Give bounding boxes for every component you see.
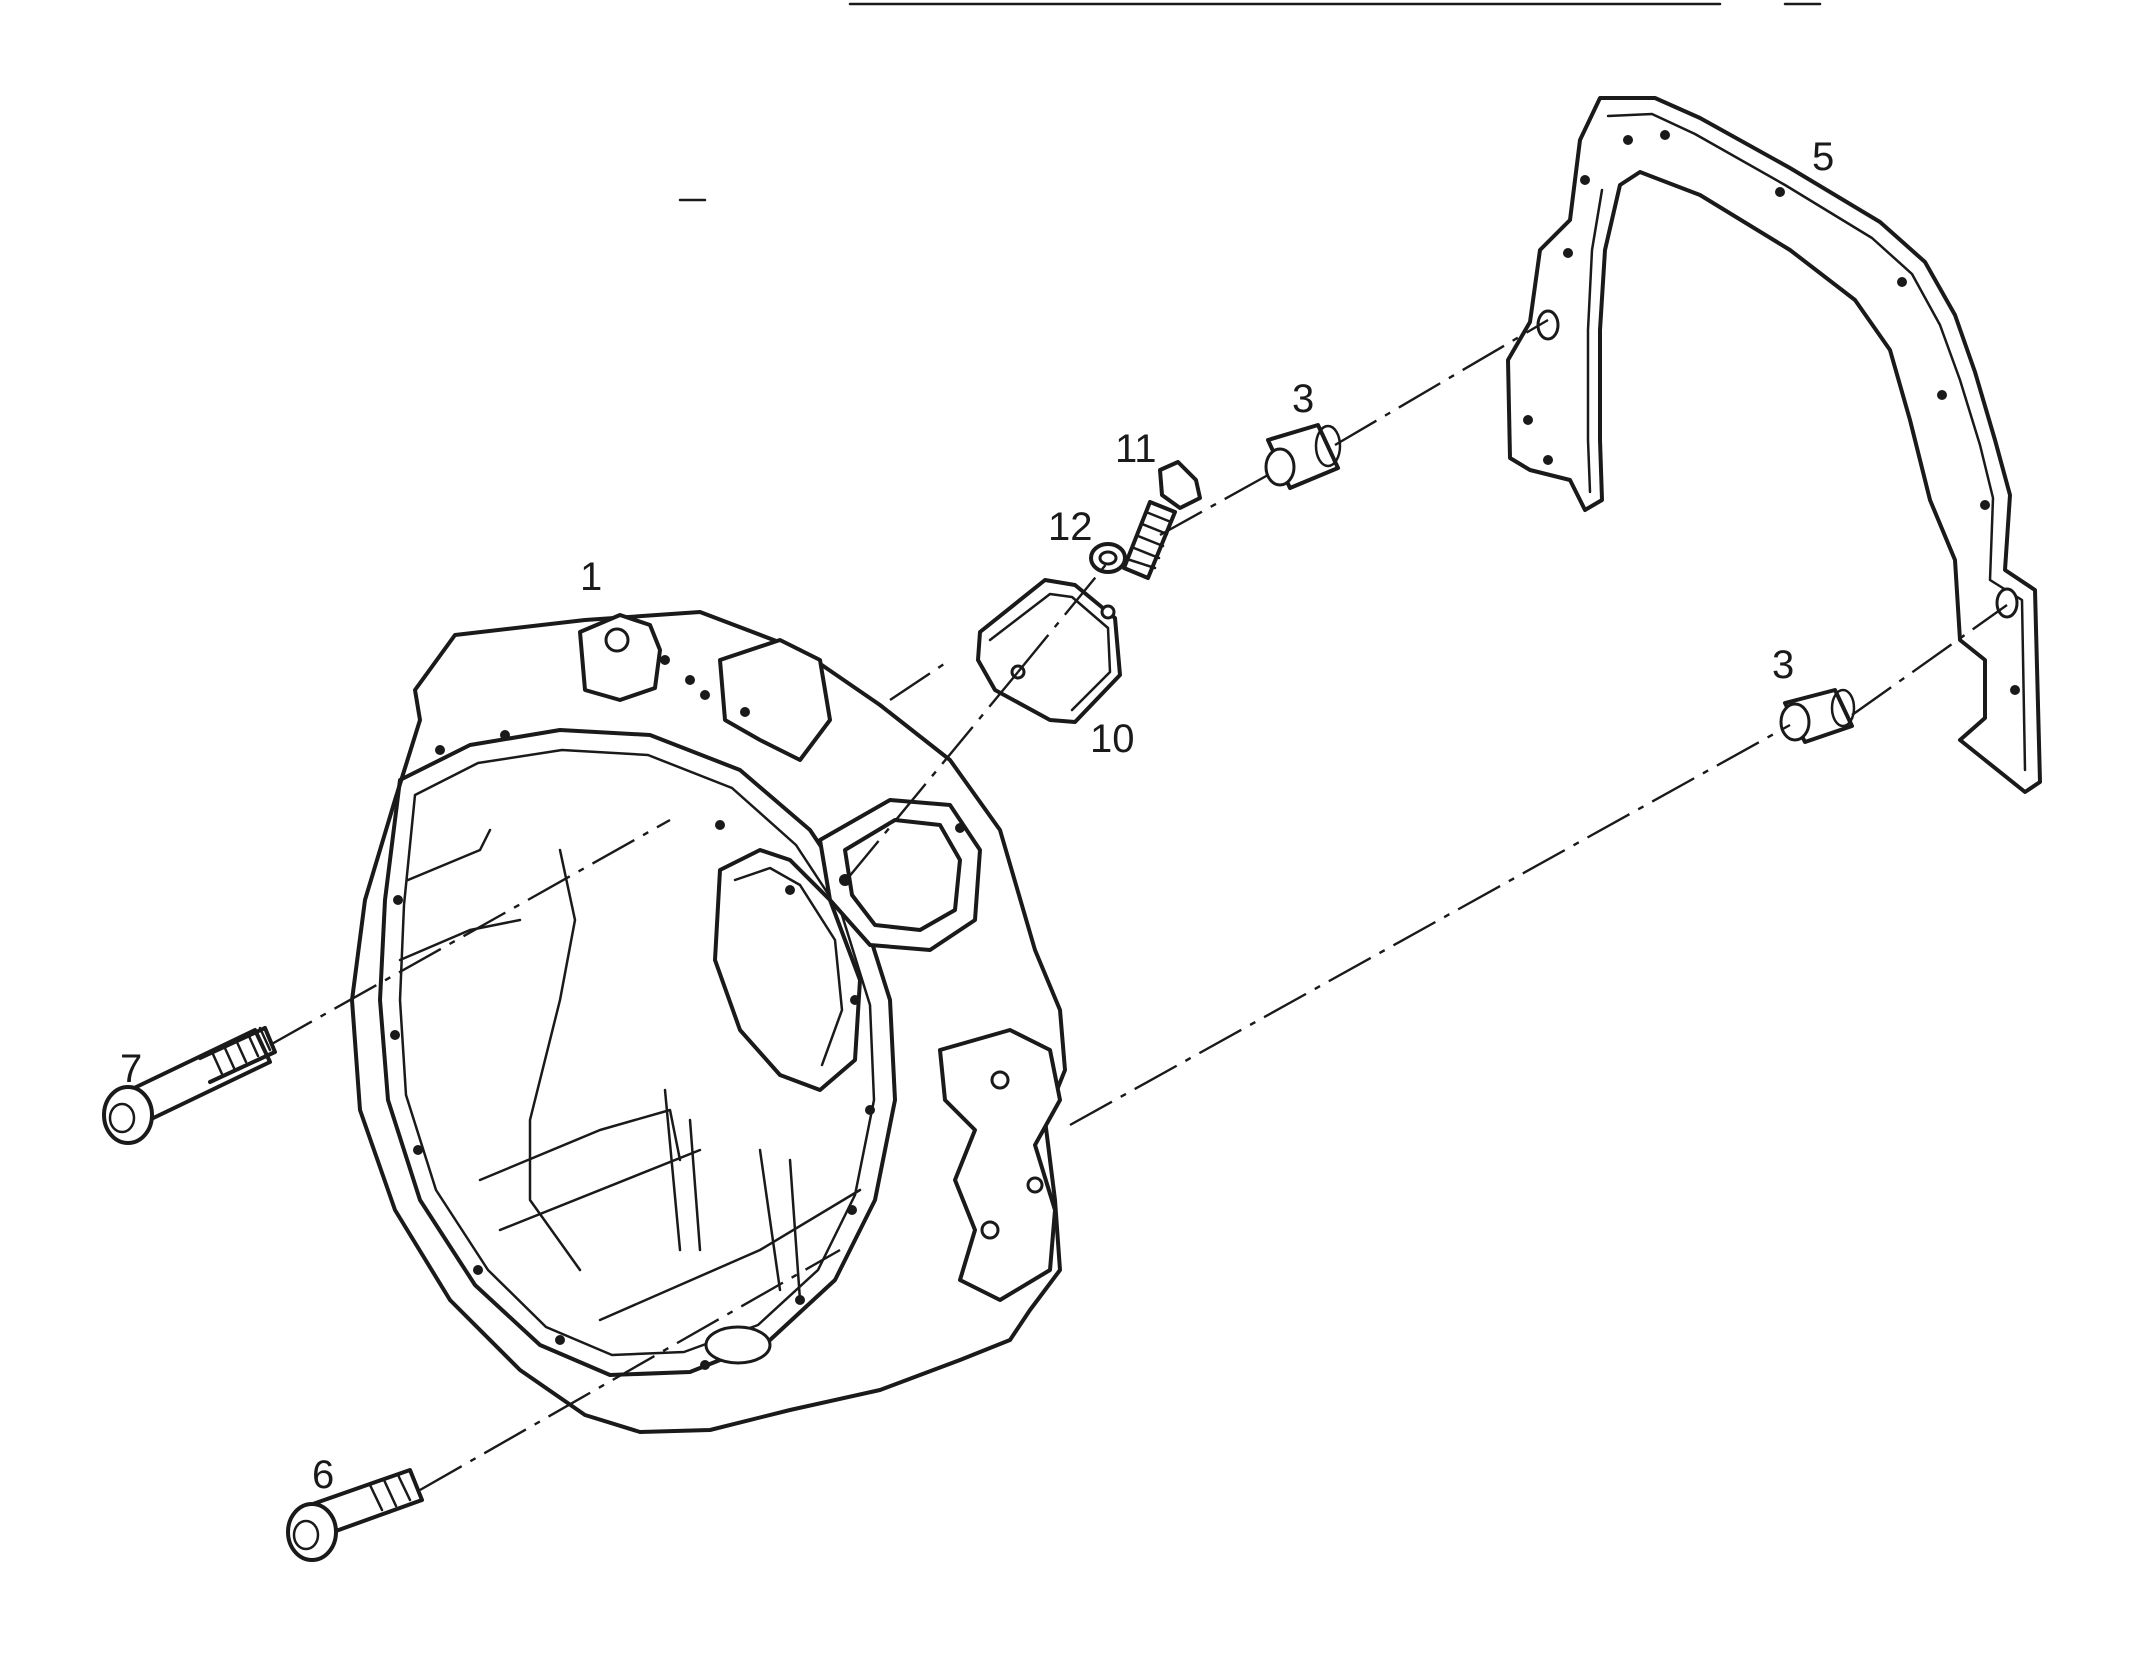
part-11-hex-bolt [1122, 460, 1202, 580]
part-12-washer [1089, 542, 1127, 574]
callout-3-lower: 3 [1772, 643, 1794, 687]
part-1-flywheel-housing [350, 610, 1067, 1434]
callout-1: 1 [580, 555, 602, 599]
callout-11: 11 [1115, 427, 1157, 471]
callout-10: 10 [1090, 717, 1135, 761]
part-10-cover-plate [976, 578, 1122, 724]
callouts: 1 3 3 5 6 7 10 11 12 [120, 135, 1834, 1497]
top-rule [678, 2, 1822, 202]
part-5-gasket-plate [1506, 96, 2042, 794]
part-3-dowel-upper [1264, 423, 1342, 490]
part-6-cap-screw-short [286, 1468, 424, 1562]
part-7-cap-screw-long [102, 1026, 277, 1145]
callout-5: 5 [1812, 135, 1834, 179]
callout-12: 12 [1048, 505, 1093, 549]
assembly-centerlines [269, 318, 2008, 1492]
callout-6: 6 [312, 1453, 334, 1497]
callout-7: 7 [120, 1047, 142, 1091]
part-3-dowel-lower [1779, 688, 1856, 744]
callout-3-upper: 3 [1292, 377, 1314, 421]
